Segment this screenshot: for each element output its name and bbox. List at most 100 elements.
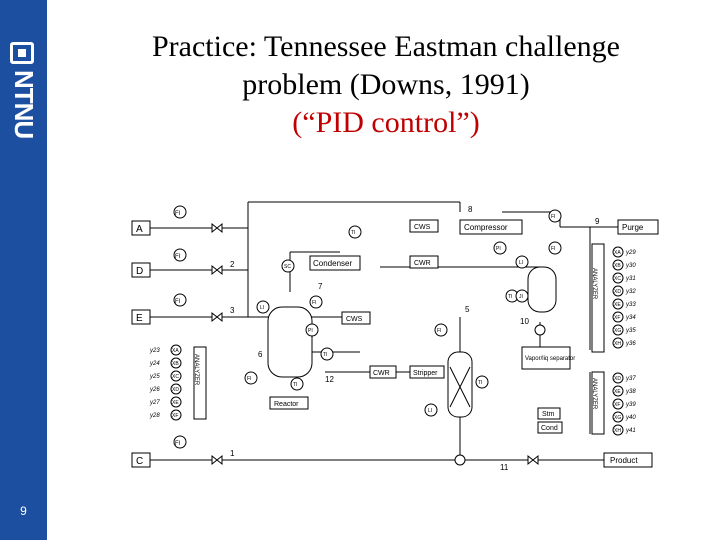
analyzer-comp: XH [614,428,621,434]
stripper-box [409,365,445,379]
feed-c-fi-icon [173,435,187,449]
stripper-internals [449,366,471,408]
analyzer-xd-icon [612,285,624,297]
fi-icon [548,209,562,223]
analyzer-comp: XF [614,402,620,408]
analyzer-comp: XG [614,328,621,334]
cwe-label: CWS [346,316,363,323]
stream-11-label: 11 [500,463,509,472]
analyzer-comp: XE [614,389,621,395]
pi-label: PI [308,328,313,334]
fi-icon [434,323,448,337]
reactor-label: Reactor [274,401,299,408]
analyzer-right-bottom-box [591,371,605,435]
analyzer-y: y32 [625,289,636,295]
feed-e-box [131,309,151,325]
ti-label: TI [293,382,297,388]
fi-label: FI [247,376,251,382]
fi-label: FI [437,328,441,334]
stream-9-label: 9 [595,217,600,226]
title-line-3: (“PID control”) [292,106,480,139]
jl-icon [515,289,529,303]
ti-label: TI [323,352,327,358]
sc-icon [281,259,295,273]
li-icon [515,255,529,269]
pi-icon [305,323,319,337]
feed-a-label: A [136,224,143,235]
sidebar: NTNU 9 [0,0,47,540]
cwr-label: CWR [414,260,431,267]
analyzer-comp: XA [614,250,621,256]
analyzer-xd-icon [170,383,182,395]
analyzer-comp: XB [172,361,179,367]
title-line-1: Practice: Tennessee Eastman challenge [152,30,620,63]
separator-label: Vapor/liq separator [525,356,575,362]
analyzer-xf-icon [612,311,624,323]
analyzer-xf-icon [170,409,182,421]
analyzer-y: y33 [625,302,636,308]
separator-box [521,346,571,370]
stream-3-label: 3 [230,306,235,315]
li-label: LI [260,305,264,311]
fi-label: FI [175,441,181,447]
valve-icon [211,311,223,323]
analyzer-y: y30 [625,263,636,269]
compressor-box [459,219,523,235]
analyzer-y: y26 [149,387,160,393]
cwe2-label: CWR [373,370,390,377]
analyzer-comp: XE [614,302,621,308]
analyzer-comp: XG [614,415,621,421]
cond-label: Cond [541,425,558,432]
analyzer-xg-icon [612,411,624,423]
analyzer-xc-icon [170,370,182,382]
feed-d-label: D [136,266,143,277]
analyzer-left-box [193,346,207,420]
feed-d-fi-icon [173,248,187,262]
reactor-box [269,396,309,410]
analyzer-y: y23 [149,348,160,354]
pump-icon [454,454,466,466]
analyzer-right-top-box [591,243,605,353]
analyzer-right-top-label: ANALYZER [591,268,597,300]
analyzer-comp: XF [172,413,178,419]
analyzer-xh-icon [612,337,624,349]
ntnu-logo-text: NTNU [9,70,39,139]
li-label: LI [519,260,523,266]
analyzer-xe-icon [170,396,182,408]
reactor-vessel [267,306,313,378]
stream-6-label: 6 [258,350,263,359]
stream-2-label: 2 [230,260,235,269]
pi-label: PI [496,246,501,252]
ti-icon [320,347,334,361]
analyzer-y: y39 [625,402,636,408]
purge-box [617,219,659,235]
analyzer-y: y35 [625,328,636,334]
analyzer-comp: XD [172,387,179,393]
analyzer-y: y29 [625,250,636,256]
cws-label: CWS [414,224,431,231]
ti-icon [290,377,304,391]
pump-icon [534,324,546,336]
sc-label: SC [284,264,291,270]
analyzer-xb-icon [170,357,182,369]
fi-label: FI [175,211,181,217]
slide-number: 9 [20,504,27,518]
ti-icon [348,225,362,239]
analyzer-xf-icon [612,398,624,410]
ti-label: TI [478,380,482,386]
feed-a-fi-icon [173,205,187,219]
cwe2-box [369,365,397,379]
condenser-label: Condenser [313,259,352,268]
analyzer-y: y36 [625,341,636,347]
cws-box [409,219,439,233]
analyzer-y: y37 [625,376,636,382]
purge-label: Purge [622,223,644,232]
analyzer-xa-icon [612,246,624,258]
fi-label: FI [551,214,555,220]
analyzer-comp: XB [614,263,621,269]
feed-e-label: E [136,313,143,324]
analyzer-y: y28 [149,413,160,419]
li-icon [256,300,270,314]
product-box [603,452,653,468]
analyzer-comp: XH [614,341,621,347]
